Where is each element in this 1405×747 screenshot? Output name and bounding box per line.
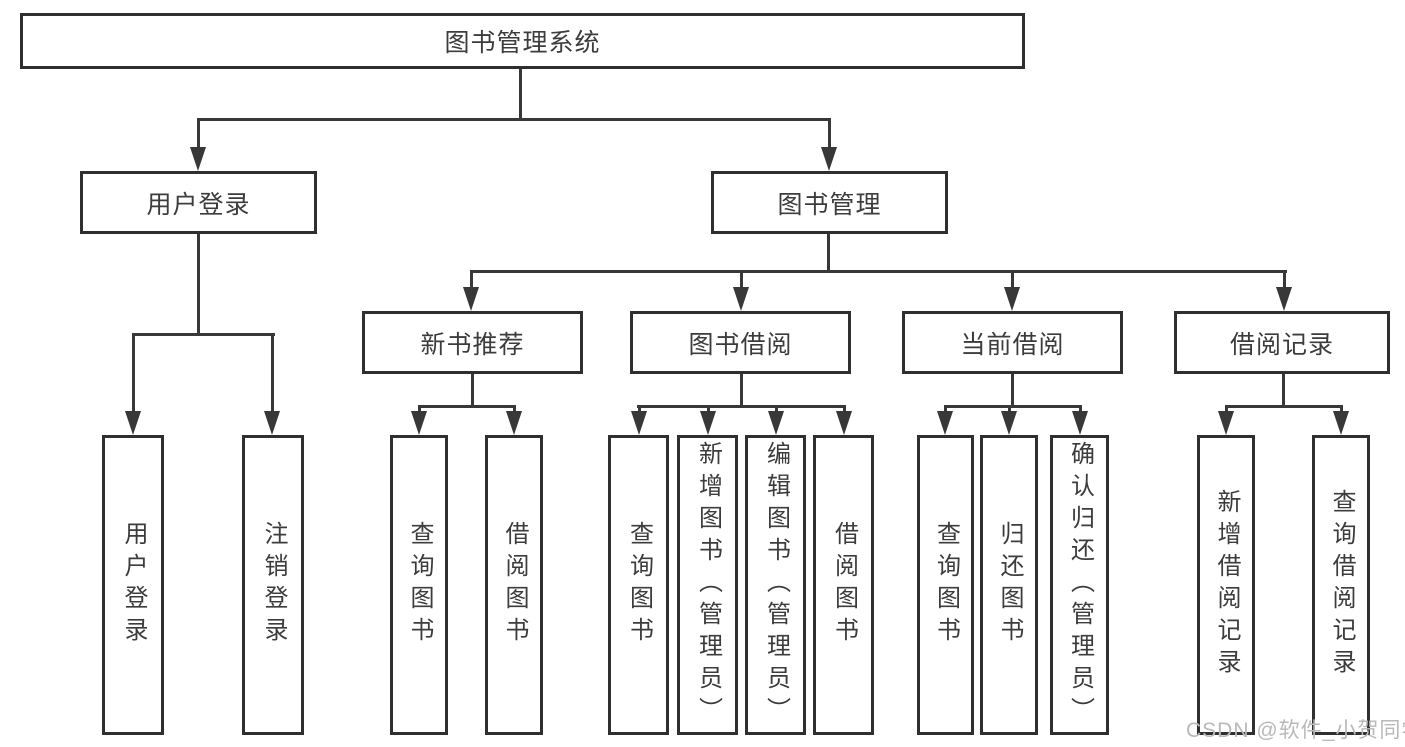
connector-line [1225, 405, 1342, 408]
arrowhead-down [937, 411, 953, 435]
connector-line [740, 374, 743, 407]
connector-line [637, 405, 845, 408]
csdn-watermark: CSDN @软件_小贺同学 [1186, 719, 1405, 742]
node-label: 图书管理系统 [444, 29, 601, 57]
arrowhead-down [1276, 287, 1292, 311]
node-label: 注销登录 [260, 521, 287, 649]
node-label: 查询图书 [406, 521, 433, 649]
connector-line [1011, 374, 1014, 407]
arrowhead-down [1001, 411, 1017, 435]
arrowhead-down [463, 287, 479, 311]
connector-line [132, 333, 135, 411]
node-leaf-add-books-admin: 新增图书（管理员） [677, 435, 738, 735]
node-label: 查询借阅记录 [1328, 489, 1355, 681]
node-book-borrowing: 图书借阅 [630, 311, 851, 374]
connector-line [1282, 374, 1285, 407]
connector-line [707, 405, 710, 413]
node-label: 归还图书 [996, 521, 1023, 649]
node-book-management: 图书管理 [711, 171, 948, 234]
connector-line [418, 405, 516, 408]
node-leaf-return-books: 归还图书 [980, 435, 1038, 735]
connector-line [197, 118, 831, 121]
node-leaf-borrow-books-1: 借阅图书 [485, 435, 543, 735]
connector-line [271, 333, 274, 411]
arrowhead-down [125, 411, 141, 435]
node-leaf-user-login: 用户登录 [102, 435, 164, 735]
node-label: 借阅图书 [830, 521, 858, 649]
connector-line [1225, 405, 1228, 413]
node-label: 图书管理 [777, 190, 882, 219]
node-label: 用户登录 [120, 521, 147, 649]
node-current-borrowing: 当前借阅 [902, 311, 1123, 374]
node-leaf-query-borrow-record: 查询借阅记录 [1312, 435, 1370, 735]
node-user-login: 用户登录 [80, 171, 317, 234]
connector-line [470, 270, 1287, 273]
node-label: 查询图书 [932, 521, 960, 649]
node-leaf-edit-books-admin: 编辑图书（管理员） [745, 435, 806, 735]
arrowhead-down [1218, 411, 1234, 435]
arrowhead-down [264, 411, 280, 435]
node-leaf-confirm-return-admin: 确认归还（管理员） [1050, 435, 1109, 735]
node-leaf-query-books-2: 查询图书 [608, 435, 669, 735]
connector-line [638, 405, 641, 413]
node-leaf-borrow-books-2: 借阅图书 [813, 435, 874, 735]
connector-line [1340, 405, 1343, 413]
arrowhead-down [1072, 411, 1088, 435]
connector-line [775, 405, 778, 413]
node-label: 新增借阅记录 [1213, 489, 1240, 681]
connector-line [470, 270, 473, 289]
node-library-management-system: 图书管理系统 [20, 13, 1025, 69]
connector-line [944, 405, 1081, 408]
connector-line [843, 405, 846, 413]
node-label: 用户登录 [146, 190, 251, 219]
connector-line [1079, 405, 1082, 413]
connector-line [519, 69, 522, 120]
connector-line [197, 118, 200, 149]
node-leaf-add-borrow-record: 新增借阅记录 [1197, 435, 1255, 735]
node-label: 确认归还（管理员） [1066, 441, 1094, 729]
node-label: 借阅图书 [501, 521, 528, 649]
node-label: 编辑图书（管理员） [762, 441, 790, 729]
node-leaf-query-books-1: 查询图书 [390, 435, 448, 735]
arrowhead-down [631, 411, 647, 435]
node-borrowing-records: 借阅记录 [1174, 311, 1390, 374]
arrowhead-down [1333, 411, 1349, 435]
arrowhead-down [700, 411, 716, 435]
connector-line [471, 374, 474, 407]
connector-line [1283, 270, 1286, 289]
connector-line [740, 270, 743, 289]
arrowhead-down [190, 147, 206, 171]
node-new-book-recommend: 新书推荐 [362, 311, 583, 374]
arrowhead-down [768, 411, 784, 435]
node-leaf-logout: 注销登录 [242, 435, 304, 735]
node-label: 查询图书 [625, 521, 653, 649]
node-label: 当前借阅 [960, 330, 1065, 359]
node-label: 借阅记录 [1229, 330, 1334, 359]
connector-line [132, 333, 275, 336]
arrowhead-down [411, 411, 427, 435]
connector-line [944, 405, 947, 413]
connector-line [1011, 270, 1014, 289]
arrowhead-down [821, 147, 837, 171]
node-label: 图书借阅 [688, 330, 793, 359]
arrowhead-down [836, 411, 852, 435]
node-leaf-query-books-3: 查询图书 [917, 435, 974, 735]
connector-line [827, 234, 830, 272]
arrowhead-down [506, 411, 522, 435]
connector-line [418, 405, 421, 413]
connector-line [197, 234, 200, 335]
arrowhead-down [733, 287, 749, 311]
arrowhead-down [1004, 287, 1020, 311]
node-label: 新书推荐 [420, 330, 525, 359]
connector-line [1008, 405, 1011, 413]
connector-line [828, 118, 831, 149]
node-label: 新增图书（管理员） [694, 441, 722, 729]
connector-line [513, 405, 516, 413]
